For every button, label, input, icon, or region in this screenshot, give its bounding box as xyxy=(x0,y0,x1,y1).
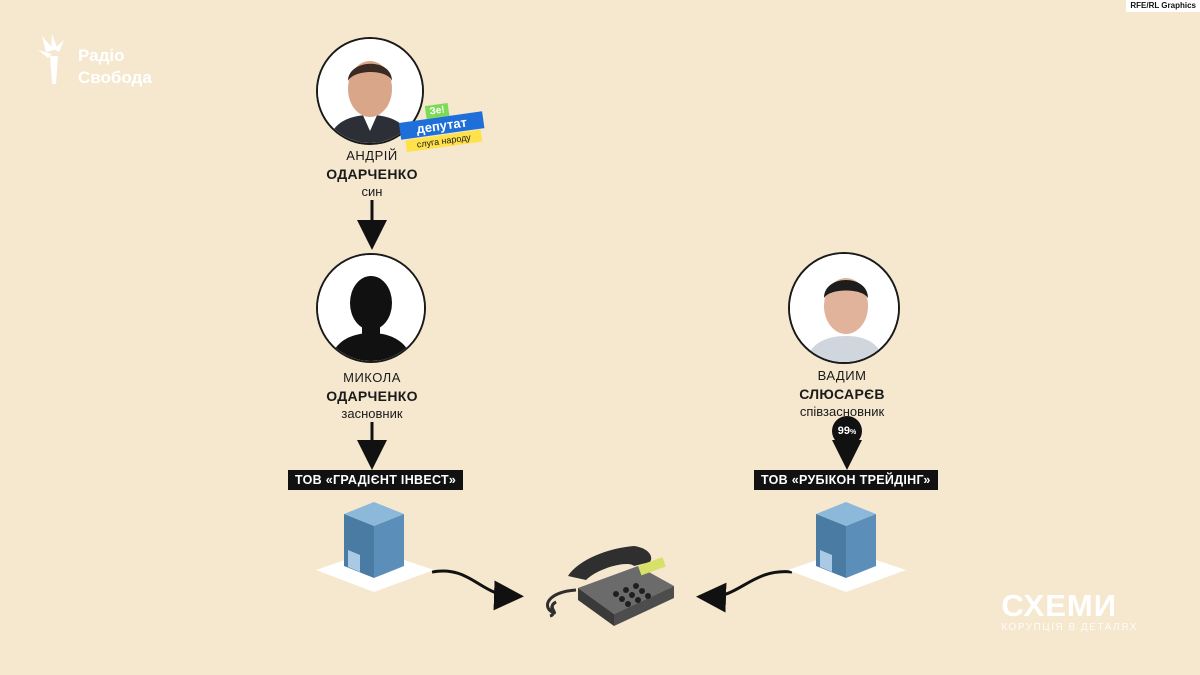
person-andrii: АНДРІЙ ОДАРЧЕНКО син xyxy=(272,147,472,201)
company-label-gradient: ТОВ «ГРАДІЄНТ ІНВЕСТ» xyxy=(288,470,464,490)
role: засновник xyxy=(341,406,403,421)
person-photo-icon xyxy=(318,39,422,143)
role: співзасновник xyxy=(799,404,885,419)
first-name: АНДРІЙ xyxy=(346,148,398,163)
last-name: ОДАРЧЕНКО xyxy=(326,166,418,182)
person-mykola: МИКОЛА ОДАРЧЕНКО засновник xyxy=(272,369,472,423)
share-unit: % xyxy=(850,429,857,436)
brand-title: СХЕМИ xyxy=(1001,588,1117,623)
avatar-andrii xyxy=(316,37,424,145)
logo-line-2: Свобода xyxy=(78,68,152,87)
building-icon xyxy=(316,502,434,592)
person-vadym: ВАДИМ СЛЮСАРЄВ співзасновник xyxy=(742,367,942,421)
building-icon xyxy=(788,502,906,592)
avatar-mykola xyxy=(316,253,426,363)
brand-subtitle: КОРУПЦІЯ В ДЕТАЛЯХ xyxy=(1001,622,1138,633)
logo-line-1: Радіо xyxy=(78,46,125,65)
graphics-credit: RFE/RL Graphics xyxy=(1126,0,1200,12)
share-value: 99 xyxy=(837,425,850,437)
company-label-rubikon: ТОВ «РУБІКОН ТРЕЙДІНГ» xyxy=(754,470,938,490)
avatar-vadym xyxy=(788,252,900,364)
silhouette-icon xyxy=(318,255,424,361)
role: син xyxy=(361,184,383,199)
share-badge: 99% xyxy=(832,416,862,446)
last-name: СЛЮСАРЄВ xyxy=(799,386,885,402)
first-name: МИКОЛА xyxy=(343,370,401,385)
schemy-brand: СХЕМИ КОРУПЦІЯ В ДЕТАЛЯХ xyxy=(1001,588,1138,634)
radio-svoboda-logo[interactable]: Радіо Свобода xyxy=(36,30,176,90)
arrow-rubikon-to-phone xyxy=(696,570,793,613)
last-name: ОДАРЧЕНКО xyxy=(326,388,418,404)
arrow-gradient-to-phone xyxy=(431,569,524,611)
torch-icon xyxy=(38,34,64,84)
first-name: ВАДИМ xyxy=(817,368,867,383)
person-photo-icon xyxy=(790,254,898,362)
telephone-icon xyxy=(546,546,674,626)
